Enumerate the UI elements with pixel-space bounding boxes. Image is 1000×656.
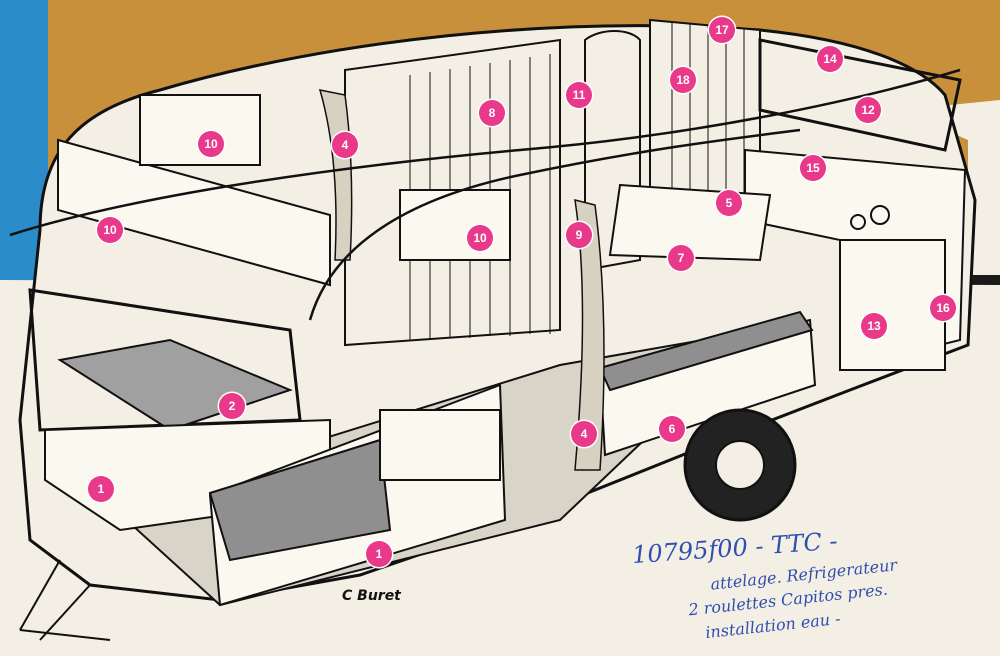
curtain-center xyxy=(574,198,605,471)
callout-badge: 4 xyxy=(332,132,358,158)
callout-badge: 2 xyxy=(219,393,245,419)
rear-back-panel xyxy=(57,138,331,287)
callout-badge: 1 xyxy=(88,476,114,502)
stove-burner xyxy=(870,205,890,225)
callout-badge: 12 xyxy=(855,97,881,123)
roof-rail-arch xyxy=(308,128,801,321)
drawbar xyxy=(19,559,111,641)
refrigerator xyxy=(839,239,946,371)
stove-burner xyxy=(850,214,866,230)
callout-badge: 18 xyxy=(670,67,696,93)
callout-badge: 9 xyxy=(566,222,592,248)
callout-badge: 10 xyxy=(467,225,493,251)
cupboard-box xyxy=(399,189,511,261)
side-cupboard xyxy=(379,409,501,481)
roof-rail-front xyxy=(9,68,961,237)
callout-badge: 5 xyxy=(716,190,742,216)
callout-badge: 6 xyxy=(659,416,685,442)
dinette-cushion xyxy=(598,310,814,392)
callout-badge: 1 xyxy=(366,541,392,567)
callout-badge: 15 xyxy=(800,155,826,181)
callout-badge: 7 xyxy=(668,245,694,271)
wheel-hub xyxy=(715,440,765,490)
callout-badge: 13 xyxy=(861,313,887,339)
front-bed-frame xyxy=(28,288,302,432)
callout-badge: 10 xyxy=(198,131,224,157)
top-cupboard-left xyxy=(139,94,261,166)
callout-badge: 8 xyxy=(479,100,505,126)
side-bench-cushion xyxy=(208,438,392,562)
artist-signature: C Buret xyxy=(342,588,401,604)
window-frame-right xyxy=(758,38,962,152)
callout-badge: 14 xyxy=(817,46,843,72)
callout-badge: 10 xyxy=(97,217,123,243)
callout-badge: 11 xyxy=(566,82,592,108)
callout-badge: 17 xyxy=(709,17,735,43)
callout-badge: 16 xyxy=(930,295,956,321)
callout-badge: 4 xyxy=(571,421,597,447)
